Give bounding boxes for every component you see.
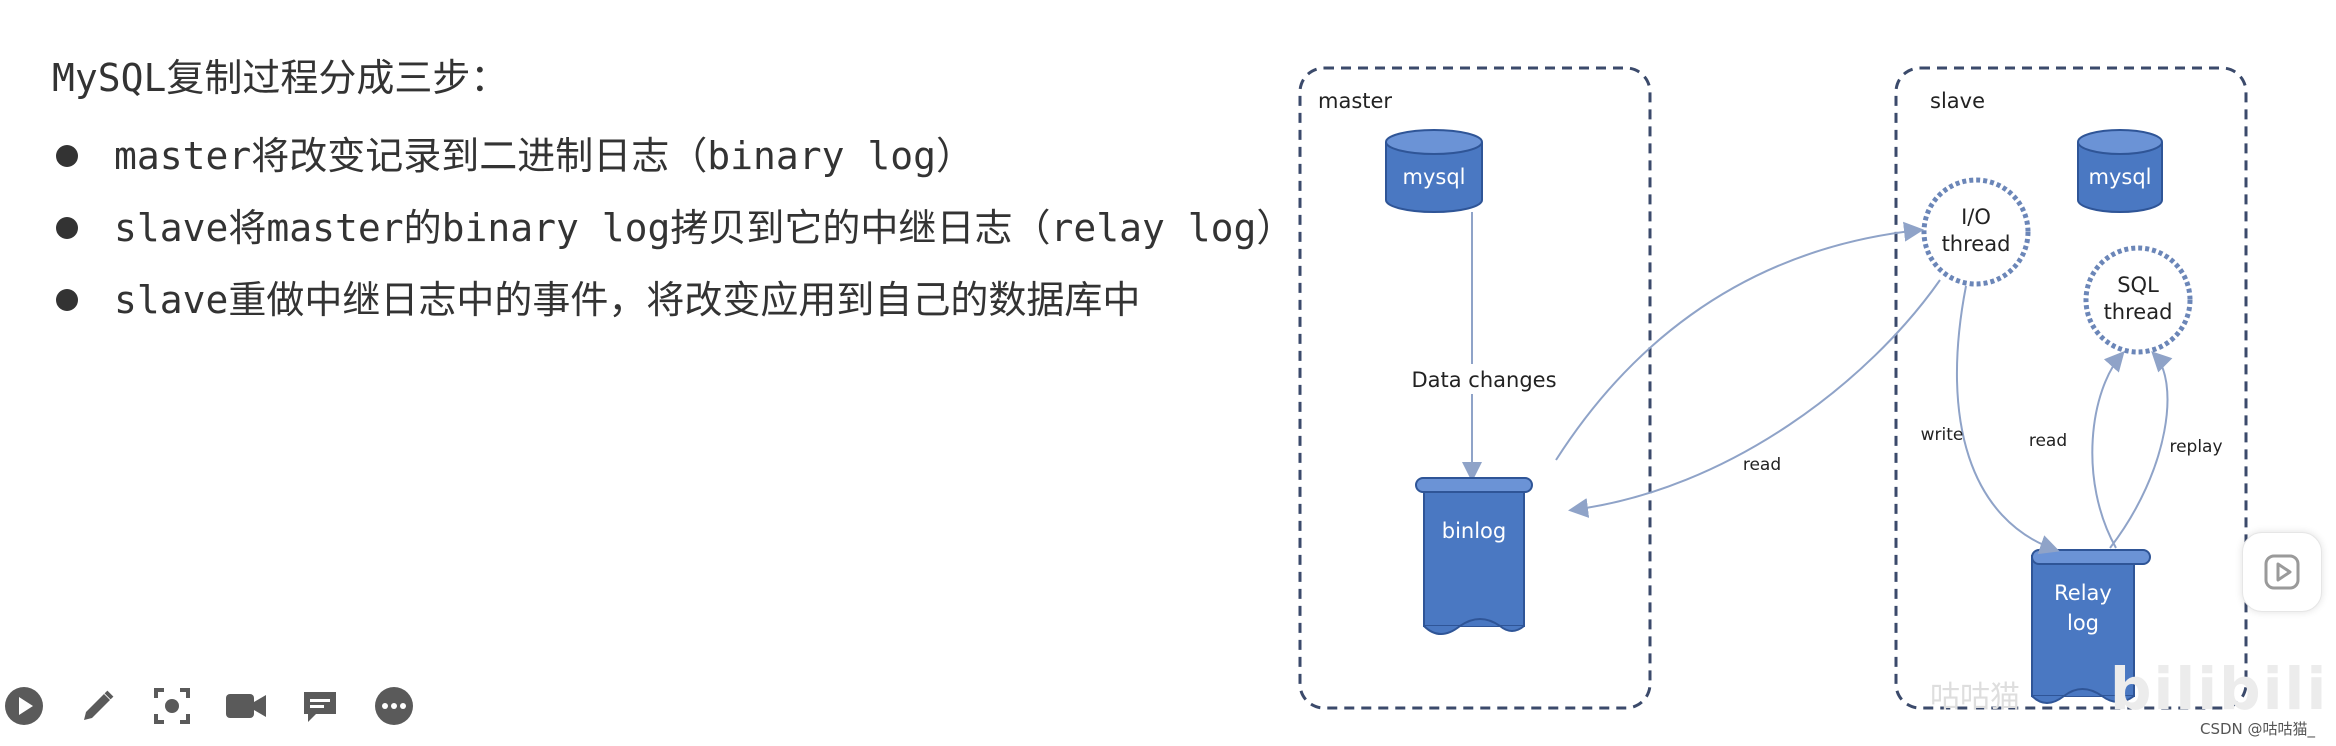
bullet-text: master将改变记录到二进制日志（binary log） (114, 134, 975, 178)
bullet-item: slave将master的binary log拷贝到它的中继日志（relay l… (52, 192, 1294, 264)
credit-text: CSDN @咕咕猫_ (2200, 720, 2316, 738)
replay-label: replay (2169, 437, 2222, 457)
side-play-button[interactable] (2242, 532, 2322, 612)
slave-frame (1894, 66, 2248, 710)
slave-database-icon: mysql (2077, 129, 2163, 213)
comment-button[interactable] (296, 682, 344, 730)
read-right-label: read (2029, 431, 2067, 451)
play-icon (5, 687, 43, 725)
read-left-label: read (1743, 455, 1781, 475)
relay-log-label-line1: Relay (2054, 581, 2112, 605)
bullet-item: slave重做中继日志中的事件，将改变应用到自己的数据库中 (52, 264, 1294, 336)
screenshot-button[interactable] (148, 682, 196, 730)
more-button[interactable] (370, 682, 418, 730)
slave-label: slave (1930, 89, 1985, 113)
relay-read-arrow (2091, 351, 2125, 549)
screenshot-icon (154, 688, 190, 724)
comment-icon (304, 692, 336, 722)
bullet-text: slave将master的binary log拷贝到它的中继日志（relay l… (114, 206, 1295, 250)
bullet-dot (56, 217, 78, 239)
faint-overlay-text: 咕咕猫 (1930, 680, 2020, 715)
io-thread-icon: I/O thread (1921, 177, 2031, 287)
write-arrow (1956, 285, 2060, 555)
binlog-to-io-arrow (1555, 221, 1924, 461)
sql-thread-icon: SQL thread (2083, 245, 2193, 355)
bilibili-watermark: bilibili (2110, 655, 2329, 723)
io-thread-label-line2: thread (1942, 232, 2011, 256)
sql-thread-label-line2: thread (2104, 300, 2173, 324)
bullet-item: master将改变记录到二进制日志（binary log） (52, 120, 1294, 192)
camera-icon (226, 694, 266, 718)
binlog-label: binlog (1442, 519, 1507, 543)
data-changes-label: Data changes (1411, 368, 1556, 392)
master-db-label: mysql (1403, 165, 1466, 189)
io-read-arrow (1568, 279, 1941, 518)
bullet-dot (56, 289, 78, 311)
master-database-icon: mysql (1385, 129, 1483, 213)
slide-text: MySQL复制过程分成三步： master将改变记录到二进制日志（binary … (52, 48, 1294, 336)
io-thread-label-line1: I/O (1961, 205, 1991, 229)
replication-diagram: master slave mysql mysql Data changes bi… (1298, 66, 2248, 710)
relay-log-label-line2: log (2067, 611, 2099, 635)
write-label: write (1921, 425, 1964, 445)
binlog-icon: binlog (1415, 477, 1533, 635)
bullet-text: slave重做中继日志中的事件，将改变应用到自己的数据库中 (114, 278, 1141, 322)
more-icon (375, 687, 413, 725)
bottom-toolbar (0, 682, 444, 742)
pencil-icon (84, 690, 114, 720)
master-label: master (1318, 89, 1392, 113)
slide-heading: MySQL复制过程分成三步： (52, 56, 509, 100)
replay-arrow (2109, 351, 2173, 549)
relay-log-icon: Relay log (2031, 549, 2151, 704)
pen-button[interactable] (74, 682, 122, 730)
master-frame (1298, 66, 1652, 710)
sql-thread-label-line1: SQL (2117, 273, 2159, 297)
play-icon (2264, 554, 2300, 590)
camera-button[interactable] (222, 682, 270, 730)
slave-db-label: mysql (2089, 165, 2152, 189)
bullet-dot (56, 145, 78, 167)
play-button[interactable] (0, 682, 48, 730)
